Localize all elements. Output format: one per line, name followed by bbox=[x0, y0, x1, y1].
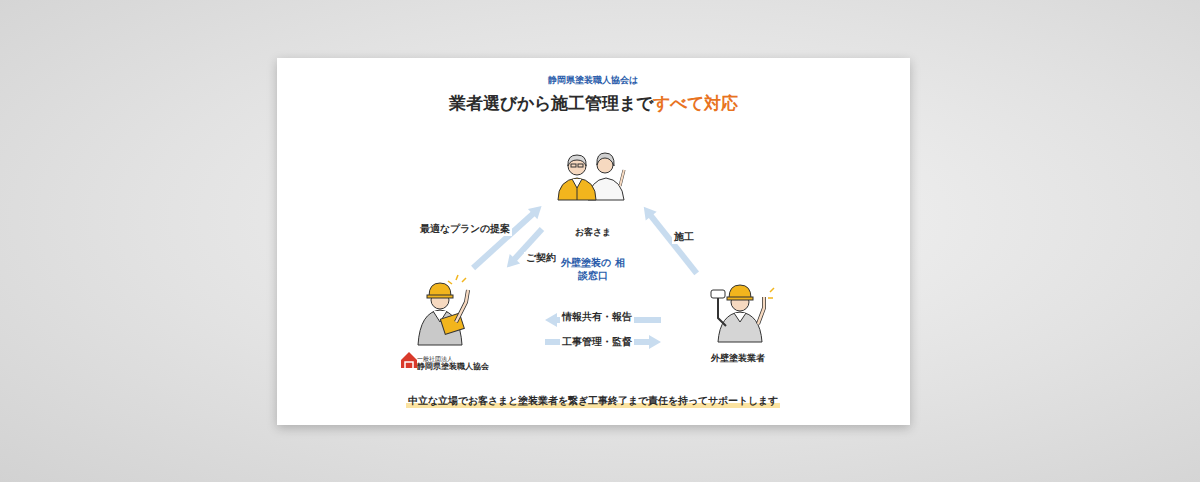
arrow-head bbox=[644, 207, 657, 221]
center-label: 外壁塗装の 相談窓口 bbox=[561, 256, 625, 282]
association-staff-figure bbox=[401, 275, 468, 368]
node-text-block: お客さま bbox=[546, 227, 640, 238]
edge-label: 最適なプランの提案 bbox=[418, 223, 512, 236]
connector-line bbox=[650, 215, 697, 274]
node-label: お客さま bbox=[546, 227, 640, 238]
arrow-head bbox=[528, 206, 542, 219]
figure-node: 外壁塗装業者 bbox=[691, 278, 785, 364]
connector bbox=[545, 335, 661, 349]
pre-heading: 静岡県塗装職人協会は bbox=[548, 74, 638, 87]
arrow-head bbox=[649, 335, 661, 349]
connector bbox=[644, 207, 697, 274]
figure-node: 一般社団法人静岡県塗装職人協会 bbox=[393, 272, 515, 372]
card bbox=[277, 58, 910, 425]
arrow-head bbox=[507, 254, 520, 268]
node-text-block: 外壁塗装業者 bbox=[691, 353, 785, 364]
customers-figure bbox=[558, 153, 624, 200]
contractor-figure bbox=[711, 285, 774, 342]
node-label: 静岡県塗装職人協会 bbox=[417, 362, 515, 372]
edge-label: ご契約 bbox=[524, 252, 558, 265]
node-text-block: 一般社団法人静岡県塗装職人協会 bbox=[393, 355, 515, 373]
edge-label: 工事管理・監督 bbox=[560, 336, 634, 349]
title-row: 業者選びから施工管理まですべて対応 bbox=[449, 92, 738, 115]
figure-node: お客さま bbox=[546, 148, 640, 238]
arrow-head bbox=[545, 313, 557, 327]
title: 業者選びから施工管理まで bbox=[449, 93, 653, 113]
edge-label: 施工 bbox=[672, 231, 696, 244]
caption: 中立な立場でお客さまと塗装業者を繋ぎ工事終了まで責任を持ってサポートします bbox=[406, 394, 780, 408]
node-label: 一般社団法人 bbox=[417, 355, 515, 363]
title-accent: すべて対応 bbox=[653, 93, 738, 113]
node-label: 外壁塗装業者 bbox=[691, 353, 785, 364]
edge-label: 情報共有・報告 bbox=[560, 311, 634, 324]
